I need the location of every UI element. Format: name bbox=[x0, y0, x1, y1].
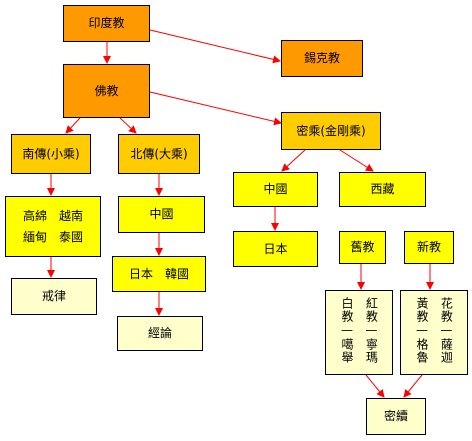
edge-buddhism-southern bbox=[65, 117, 81, 134]
edge-hinduism-sikhism bbox=[149, 29, 281, 64]
node-northern-transmission[interactable]: 北傳(大乘) bbox=[118, 134, 200, 174]
node-sastra[interactable]: 經論 bbox=[117, 316, 203, 351]
node-tibet[interactable]: 西藏 bbox=[339, 172, 426, 207]
node-japan-korea[interactable]: 日本 韓國 bbox=[112, 256, 206, 292]
node-new-sects[interactable]: 黃教—格魯 花教—薩迦 bbox=[400, 290, 468, 375]
region-label: 緬甸 bbox=[22, 229, 47, 244]
node-vinaya[interactable]: 戒律 bbox=[11, 278, 97, 315]
sect-label: 黃教—格魯 bbox=[415, 297, 429, 364]
node-china-vajrayana[interactable]: 中國 bbox=[233, 172, 318, 207]
node-southern-transmission[interactable]: 南傳(小乘) bbox=[11, 134, 91, 174]
region-label: 高綿 bbox=[22, 209, 47, 224]
region-label: 越南 bbox=[59, 209, 84, 224]
sect-label: 白教—噶舉 bbox=[340, 297, 354, 364]
edge-buddhism-northern bbox=[119, 117, 137, 134]
edge-oldsects-tantra bbox=[365, 374, 385, 398]
node-sikhism[interactable]: 錫克教 bbox=[281, 40, 363, 77]
edge-newsects-tantra bbox=[403, 374, 423, 398]
region-label: 泰國 bbox=[59, 229, 84, 244]
node-new-school[interactable]: 新教 bbox=[404, 231, 454, 264]
node-old-sects[interactable]: 白教—噶舉 紅教—寧瑪 bbox=[325, 290, 393, 375]
node-tantra[interactable]: 密續 bbox=[366, 398, 426, 435]
sect-label: 花教—薩迦 bbox=[439, 297, 454, 364]
edge-vajrayana-tibet bbox=[339, 149, 374, 172]
node-japan-vajrayana[interactable]: 日本 bbox=[233, 231, 318, 267]
edge-vajrayana-china bbox=[281, 149, 306, 172]
country-label: 日本 bbox=[128, 266, 153, 281]
node-old-school[interactable]: 舊教 bbox=[339, 231, 386, 264]
node-buddhism[interactable]: 佛教 bbox=[63, 64, 150, 118]
sect-label: 紅教—寧瑪 bbox=[364, 297, 379, 364]
edge-buddhism-vajrayana bbox=[149, 91, 282, 126]
country-label: 韓國 bbox=[165, 266, 190, 281]
node-hinduism[interactable]: 印度教 bbox=[63, 5, 150, 42]
node-vajrayana[interactable]: 密乘(金剛乘) bbox=[281, 112, 381, 150]
node-southern-regions[interactable]: 高綿 越南 緬甸 泰國 bbox=[5, 196, 101, 257]
node-china-northern[interactable]: 中國 bbox=[118, 196, 205, 233]
